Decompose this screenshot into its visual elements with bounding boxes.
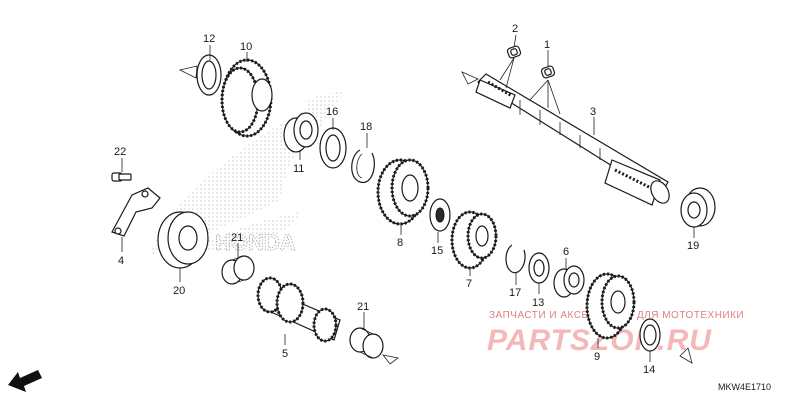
callout-16: 16 [326, 106, 338, 118]
callout-1: 1 [544, 39, 550, 51]
bushing-6 [553, 265, 585, 298]
bushing-1 [540, 65, 556, 79]
callout-12: 12 [203, 33, 215, 45]
callout-5: 5 [282, 348, 288, 360]
callout-6: 6 [563, 246, 569, 258]
diagram-ref-code: MKW4E1710 [718, 382, 771, 392]
gear-9 [585, 272, 636, 340]
washer-13 [528, 252, 550, 284]
front-direction-arrow: FR. [8, 370, 42, 392]
mainshaft-5 [256, 276, 341, 343]
bushing-2 [506, 45, 522, 59]
callout-10: 10 [240, 41, 252, 53]
callout-9: 9 [594, 351, 600, 363]
circlip-18 [351, 149, 375, 183]
bolt-22 [111, 172, 132, 182]
callout-11: 11 [293, 163, 304, 175]
callout-14: 14 [643, 364, 655, 376]
collar-11 [283, 112, 319, 153]
callout-13: 13 [532, 297, 544, 309]
bearing-holder-4 [111, 187, 161, 237]
axis-arrows [178, 65, 693, 365]
callout-17: 17 [509, 287, 521, 299]
gear-8 [376, 158, 430, 226]
gear-7 [450, 210, 498, 270]
needle-bearing-21-upper [221, 255, 255, 285]
callout-labels: 1 2 3 4 5 6 7 8 9 10 11 12 13 14 15 16 1… [114, 23, 699, 376]
callout-7: 7 [466, 278, 472, 290]
washer-14 [639, 318, 661, 352]
callout-19: 19 [687, 240, 699, 252]
honda-logo-text: HONDA [215, 230, 296, 255]
callout-20: 20 [173, 285, 185, 297]
washer-12 [196, 54, 222, 96]
callout-3: 3 [590, 106, 596, 118]
callout-4: 4 [118, 255, 124, 267]
leader-lines [121, 34, 695, 362]
callout-15: 15 [431, 245, 443, 257]
gear-10 [220, 58, 273, 138]
washer-16 [319, 127, 347, 169]
needle-bearing-21-lower [349, 327, 384, 359]
callout-8: 8 [397, 237, 403, 249]
circlip-17 [505, 244, 526, 274]
bearing-20 [157, 211, 209, 269]
bearing-19 [680, 187, 716, 228]
washer-15 [429, 198, 451, 232]
callout-22: 22 [114, 146, 126, 158]
callout-2: 2 [512, 23, 518, 35]
callout-21-lower: 21 [357, 301, 369, 313]
callout-21-upper: 21 [231, 232, 243, 244]
countershaft [475, 73, 670, 206]
callout-18: 18 [360, 121, 372, 133]
